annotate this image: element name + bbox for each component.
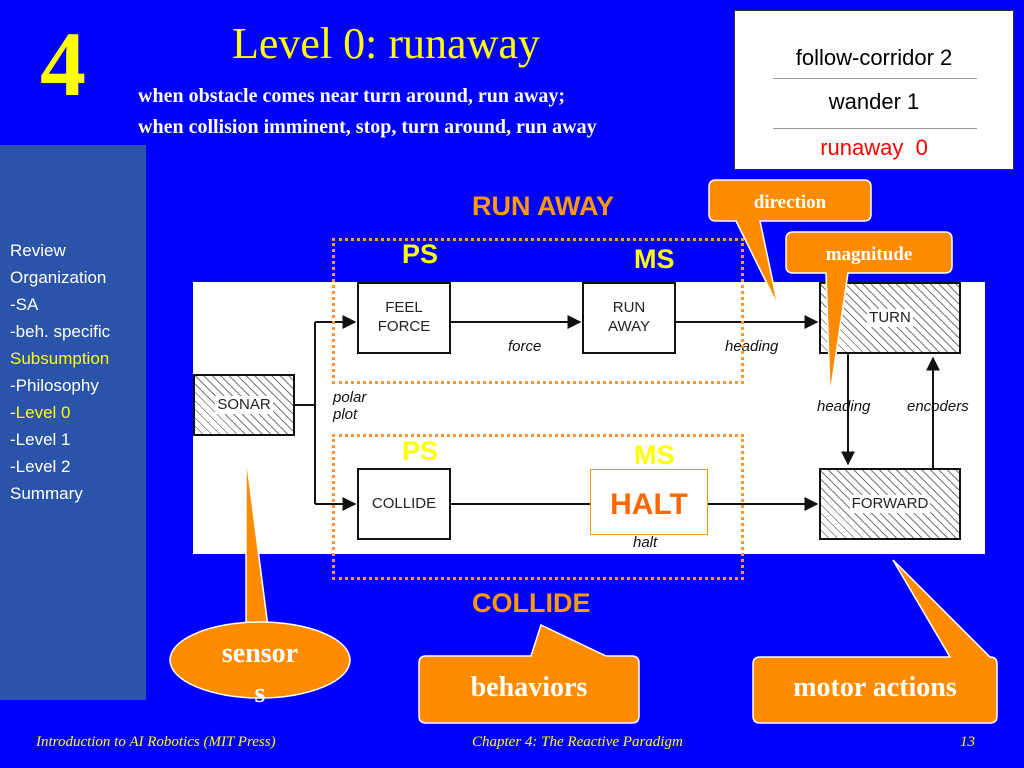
ps-label-top: PS xyxy=(402,239,439,269)
subtitle-line-2: when collision imminent, stop, turn arou… xyxy=(138,116,597,138)
edge-label-halt: halt xyxy=(633,534,658,551)
sidebar-item-sa[interactable]: -SA xyxy=(10,295,39,314)
collide-module-label: COLLIDE xyxy=(472,588,591,618)
run-away-module-outline xyxy=(332,238,744,384)
sidebar-item-level-1[interactable]: -Level 1 xyxy=(10,430,71,449)
sidebar-item-review[interactable]: Review xyxy=(10,241,66,260)
sidebar-item-summary[interactable]: Summary xyxy=(10,484,83,503)
edge-label-force: force xyxy=(508,338,542,355)
direction-callout-text: direction xyxy=(753,192,827,213)
direction-callout xyxy=(708,179,872,307)
ms-label-bottom: MS xyxy=(634,440,675,470)
sonar-block: SONAR xyxy=(193,374,295,436)
sidebar-item-level-0[interactable]: -Level 0 xyxy=(10,404,71,421)
levels-box: follow-corridor 2 wander 1 runaway 0 xyxy=(734,10,1014,170)
level-divider xyxy=(773,128,977,129)
halt-box: HALT xyxy=(590,469,708,535)
sensors-callout-text: sensor xyxy=(221,638,299,669)
level-wander: wander 1 xyxy=(828,89,920,114)
sensors-callout-pointer xyxy=(245,455,269,628)
sidebar-item-organization[interactable]: Organization xyxy=(10,268,107,287)
sensors-callout-text-wrap: s xyxy=(254,678,266,709)
level-runaway: runaway 0 xyxy=(820,135,928,160)
forward-block: FORWARD xyxy=(819,468,961,540)
magnitude-callout-text: magnitude xyxy=(825,244,913,265)
footer-book-title: Introduction to AI Robotics (MIT Press) xyxy=(36,734,276,750)
level-follow-corridor: follow-corridor 2 xyxy=(795,45,953,70)
slide-number: 4 xyxy=(40,13,86,115)
sensors-callout xyxy=(169,621,351,699)
edge-label-heading-mid: heading xyxy=(817,398,871,415)
ms-label-top: MS xyxy=(634,244,675,274)
sidebar-item-level-0-label: Level 0 xyxy=(15,403,71,422)
edge-label-heading-top: heading xyxy=(725,338,779,355)
sidebar-item-beh-specific[interactable]: -beh. specific xyxy=(10,322,111,341)
slide-title: Level 0: runaway xyxy=(232,19,540,68)
sidebar-item-philosophy[interactable]: -Philosophy xyxy=(10,376,99,395)
feel-force-block: FEEL FORCE xyxy=(357,282,451,354)
sidebar-item-prefix: - xyxy=(10,403,16,422)
run-away-block: RUN AWAY xyxy=(582,282,676,354)
footer-chapter: Chapter 4: The Reactive Paradigm xyxy=(472,734,683,750)
subtitle-line-1: when obstacle comes near turn around, ru… xyxy=(138,85,566,107)
behaviors-callout xyxy=(418,623,640,724)
sidebar-item-subsumption[interactable]: Subsumption xyxy=(10,349,110,368)
collide-block: COLLIDE xyxy=(357,468,451,540)
level-divider xyxy=(773,78,977,79)
edge-label-polar-plot: polar plot xyxy=(333,389,367,423)
collide-module-outline xyxy=(332,434,744,580)
motor-actions-callout-text: motor actions xyxy=(793,672,957,703)
motor-actions-callout xyxy=(752,559,998,724)
sidebar-item-level-2[interactable]: -Level 2 xyxy=(10,457,71,476)
behaviors-callout-text: behaviors xyxy=(470,672,588,703)
ps-label-bottom: PS xyxy=(402,436,439,466)
edge-label-encoders: encoders xyxy=(907,398,969,415)
magnitude-callout xyxy=(785,231,953,396)
turn-block: TURN xyxy=(819,282,961,354)
footer-page-number: 13 xyxy=(960,734,975,750)
architecture-diagram: SONAR FEEL FORCE RUN AWAY TURN COLLIDE F… xyxy=(193,282,985,554)
sidebar-nav: Review Organization -SA -beh. specific S… xyxy=(0,145,146,700)
run-away-module-label: RUN AWAY xyxy=(472,191,615,221)
